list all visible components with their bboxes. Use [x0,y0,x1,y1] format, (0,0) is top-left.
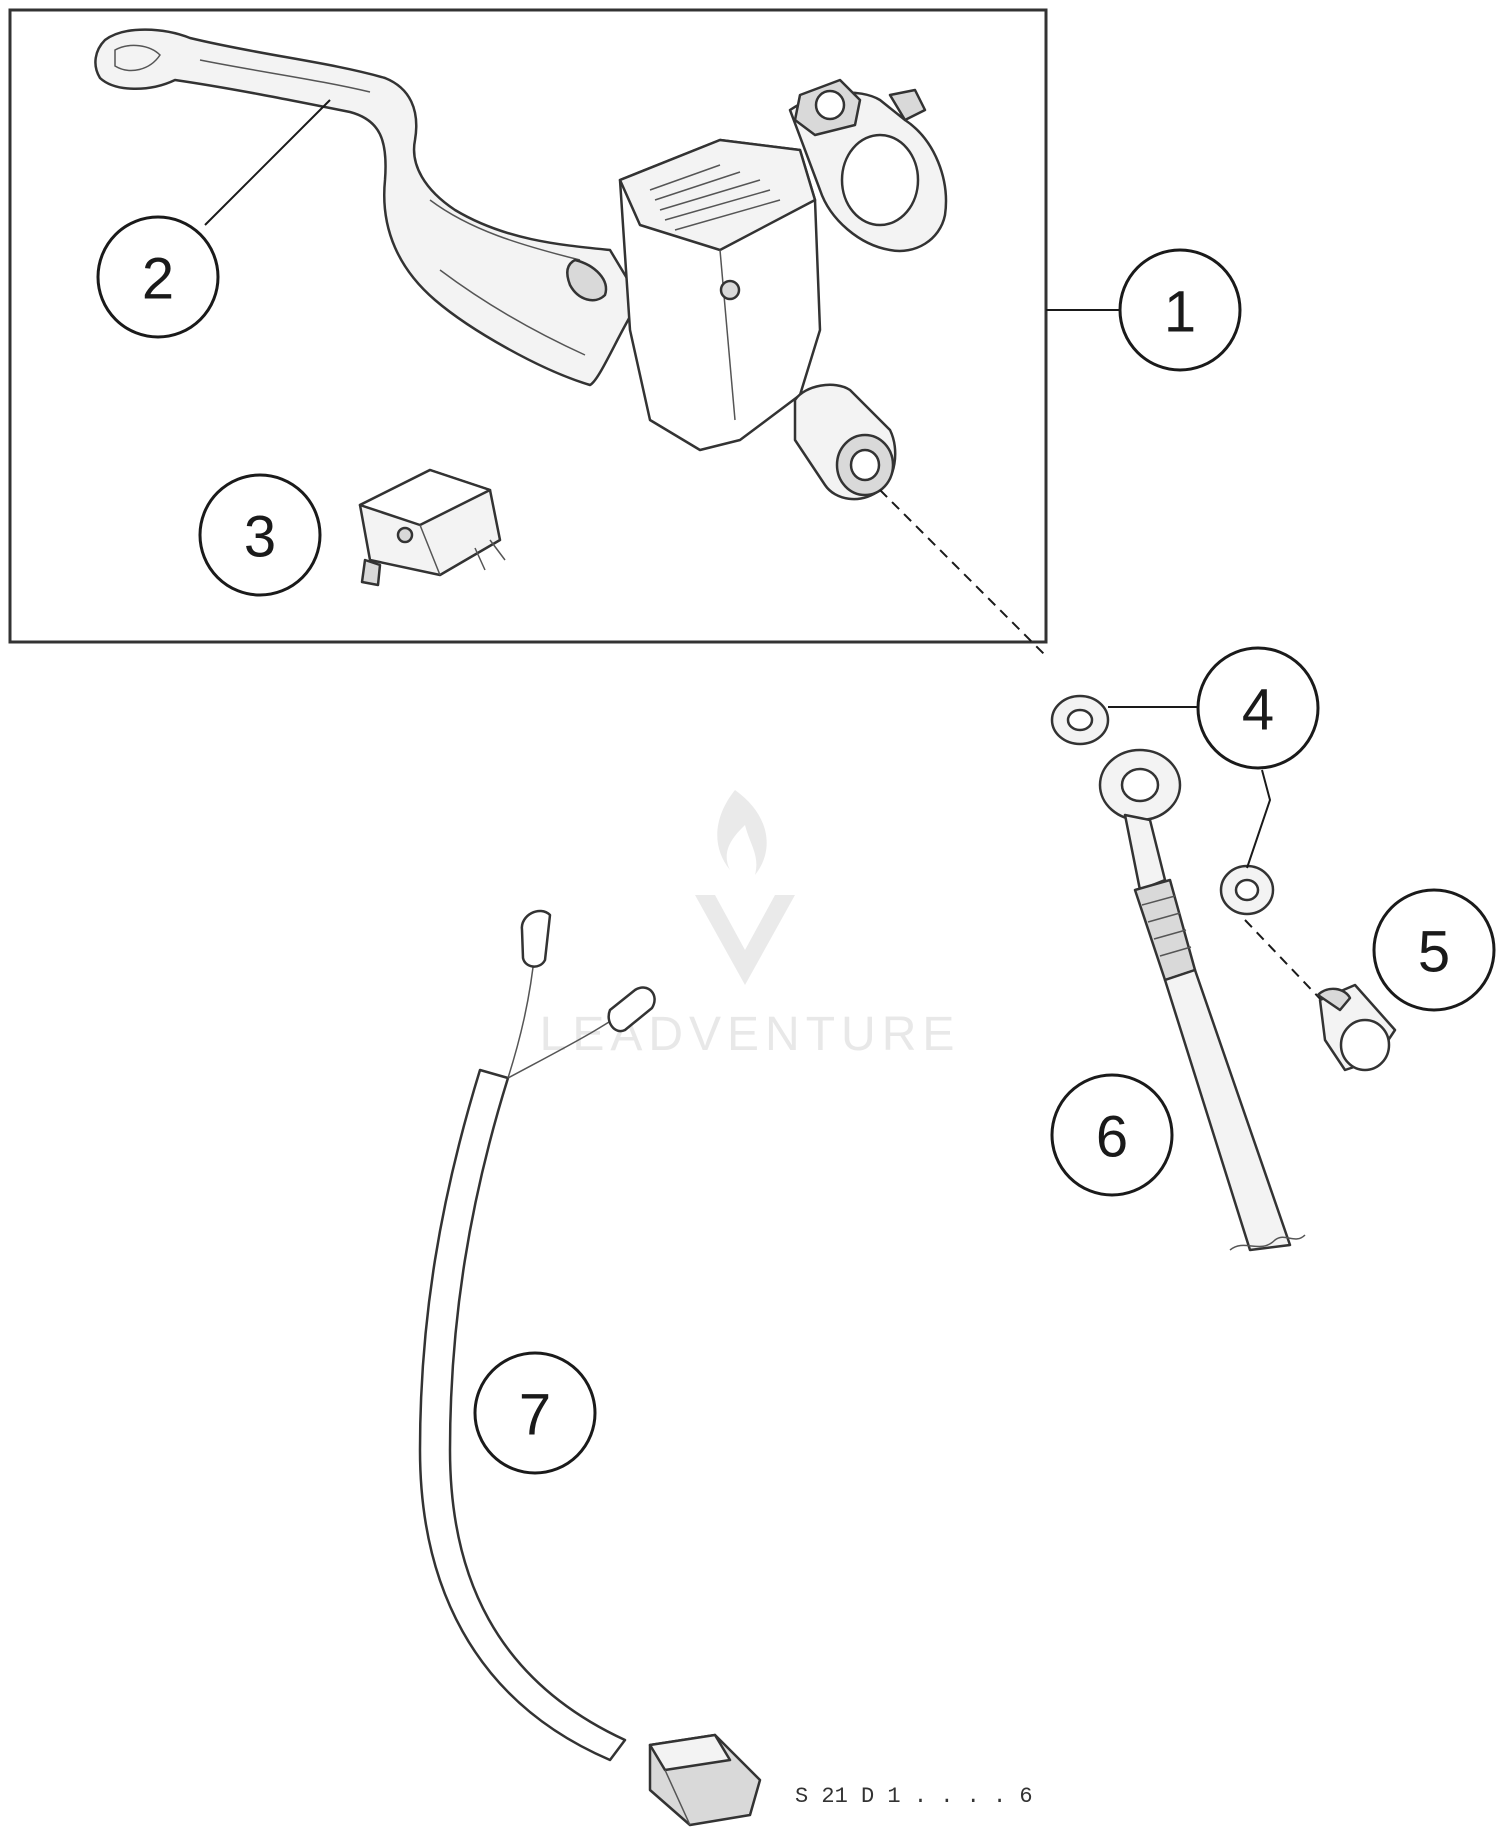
master-cylinder [618,78,948,501]
callout-7: 7 [473,1351,597,1475]
svg-text:5: 5 [1418,920,1450,985]
svg-text:7: 7 [519,1383,551,1448]
watermark-text: LEADVENTURE [540,1008,961,1061]
cable-terminal-left [520,909,552,968]
svg-text:2: 2 [142,247,174,312]
svg-text:6: 6 [1096,1105,1128,1170]
watermark: LEADVENTURE [540,790,961,1061]
drawing-code: S 21 D 1 . . . . 6 [795,1784,1033,1809]
screw-head [719,279,741,301]
sealing-rings [1050,694,1275,916]
clutch-lever [94,28,642,387]
banjo-bolt [1316,983,1397,1072]
watermark-flame-icon [717,790,767,875]
clamp-bore [840,133,920,227]
svg-text:4: 4 [1242,678,1274,743]
watermark-chevron-icon [695,895,795,985]
leader-2 [204,99,331,226]
clutch-switch [358,468,506,587]
leader-4b [1246,769,1272,869]
callout-5: 5 [1372,888,1496,1012]
assembly-group-box [8,8,1048,644]
callout-1: 1 [1118,248,1242,372]
svg-text:3: 3 [244,505,276,570]
reservoir-label-lines [649,164,781,231]
assembly-axis-line-1 [879,489,1046,656]
callout-6: 6 [1050,1073,1174,1197]
clamp-bolt [814,89,846,121]
callout-2: 2 [96,215,220,339]
switch-cable [418,909,762,1827]
cable-terminal-right [607,986,656,1033]
callout-4: 4 [1196,646,1320,770]
svg-text:1: 1 [1164,280,1196,345]
callout-3: 3 [198,473,322,597]
clutch-hose [1098,748,1306,1252]
